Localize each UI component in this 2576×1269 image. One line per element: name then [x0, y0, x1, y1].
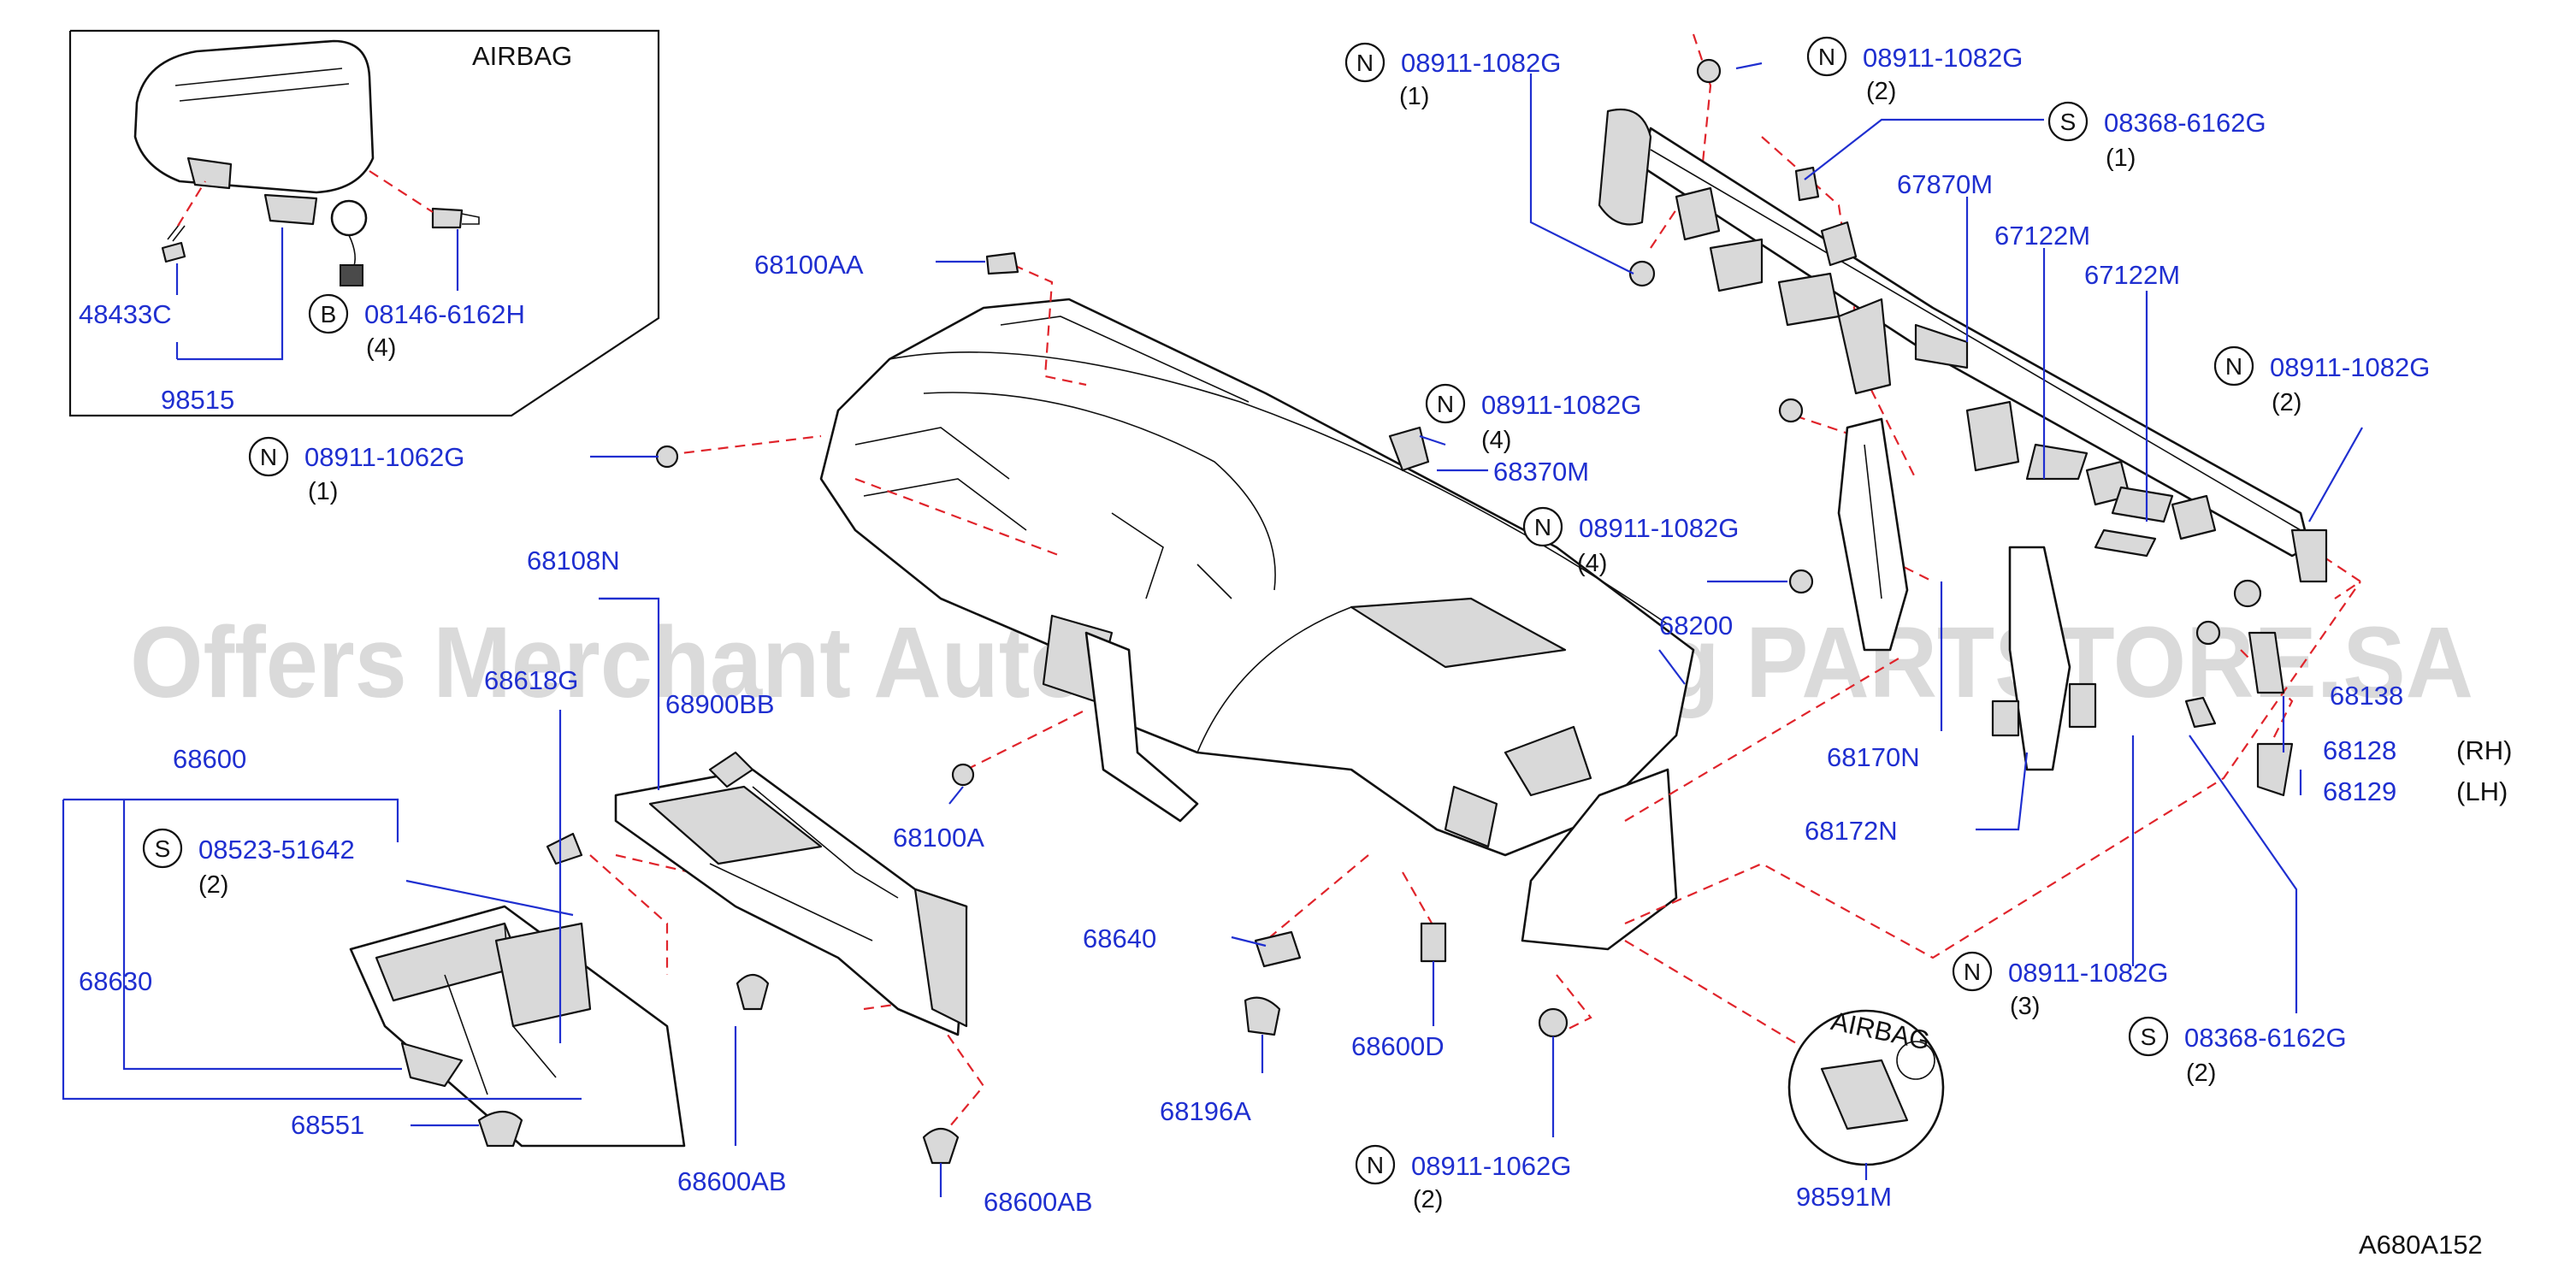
marker-n-1062g-b: N — [1355, 1144, 1396, 1185]
part-68618G: 68618G — [484, 665, 578, 695]
diagram-id: A680A152 — [2359, 1230, 2483, 1260]
part-98515: 98515 — [161, 385, 234, 415]
part-68128: 68128 — [2323, 735, 2396, 765]
qty-08911-1082G-e: (4) — [1577, 550, 1607, 577]
part-08911-1082G-b: 08911-1082G — [1863, 43, 2023, 73]
qty-08911-1082G-d: (4) — [1481, 427, 1511, 454]
part-67122M-a: 67122M — [1994, 221, 2090, 251]
airbag-inset: AIRBAG 48433C B 08146 — [68, 29, 660, 417]
part-08368-6162G-a: 08368-6162G — [2104, 108, 2266, 138]
inset-title: AIRBAG — [472, 41, 572, 71]
svg-text:N: N — [1437, 391, 1454, 417]
part-68551: 68551 — [291, 1110, 364, 1140]
marker-s-51642: S — [142, 828, 183, 869]
part-68172N: 68172N — [1805, 816, 1898, 846]
qty-08911-1082G-f: (3) — [2010, 993, 2040, 1020]
part-08368-6162G-b: 08368-6162G — [2184, 1023, 2347, 1053]
airbag-module-drawing — [133, 39, 375, 286]
bolt-48433C-drawing — [161, 223, 186, 263]
part-68630: 68630 — [79, 966, 152, 996]
marker-n-1082g-f: N — [1952, 951, 1993, 992]
marker-n-1082g-b: N — [1806, 36, 1847, 77]
marker-s-6162g-a: S — [2047, 101, 2089, 142]
qty-08911-1082G-a: (1) — [1399, 83, 1429, 110]
part-labels: 68100AA N 08911-1062G (1) N 08911-1082G … — [79, 36, 2512, 1260]
part-68600D: 68600D — [1351, 1031, 1445, 1061]
part-48433C: 48433C — [79, 299, 172, 329]
part-08146-6162H: 08146-6162H — [364, 299, 525, 329]
svg-text:N: N — [1534, 514, 1551, 540]
svg-text:B: B — [321, 301, 337, 328]
part-08911-1062G-a: 08911-1062G — [304, 442, 464, 472]
svg-text:N: N — [1367, 1152, 1384, 1178]
qty-08911-1082G-b: (2) — [1866, 78, 1896, 105]
part-08911-1082G-d: 08911-1082G — [1481, 390, 1641, 420]
qty-08368-6162G-b: (2) — [2186, 1059, 2216, 1087]
svg-text:S: S — [155, 835, 171, 862]
fasteners-drawing — [477, 58, 2262, 1165]
airbag-badge-drawing: AIRBAG — [1787, 1006, 1945, 1166]
bolt-08146-drawing — [431, 207, 480, 229]
part-68170N: 68170N — [1827, 742, 1920, 772]
part-68129: 68129 — [2323, 776, 2396, 806]
svg-text:S: S — [2060, 109, 2077, 135]
part-68900BB: 68900BB — [665, 689, 775, 719]
part-68600: 68600 — [173, 744, 246, 774]
qty-08523: (2) — [198, 871, 228, 899]
part-08911-1082G-c: 08911-1082G — [2270, 352, 2430, 382]
side-68129: (LH) — [2456, 776, 2508, 806]
marker-n-1082g-c: N — [2213, 345, 2254, 387]
side-68128: (RH) — [2456, 735, 2512, 765]
steering-member-drawing — [1598, 108, 2328, 797]
part-68600AB-b: 68600AB — [984, 1187, 1093, 1217]
part-68640: 68640 — [1083, 924, 1156, 953]
part-68600AB-a: 68600AB — [677, 1166, 787, 1196]
part-68138: 68138 — [2330, 681, 2403, 711]
part-67122M-b: 67122M — [2084, 260, 2180, 290]
part-68100A: 68100A — [893, 823, 984, 853]
glove-box-drawing — [349, 768, 968, 1148]
marker-n-1082g-a: N — [1344, 42, 1385, 83]
marker-n-1082g-d: N — [1425, 383, 1466, 424]
part-68196A: 68196A — [1160, 1096, 1251, 1126]
qty-08911-1062G-b: (2) — [1413, 1186, 1443, 1213]
svg-text:S: S — [2141, 1024, 2157, 1050]
svg-text:N: N — [260, 444, 277, 470]
qty-08368-6162G-a: (1) — [2106, 145, 2136, 172]
marker-n-1082g-e: N — [1522, 506, 1563, 547]
part-08911-1082G-f: 08911-1082G — [2008, 958, 2168, 988]
part-68200: 68200 — [1659, 611, 1733, 640]
part-98591M: 98591M — [1796, 1182, 1892, 1212]
marker-s-6162g-b: S — [2128, 1016, 2169, 1057]
svg-text:N: N — [1964, 959, 1981, 985]
part-08523-51642: 08523-51642 — [198, 835, 355, 865]
qty-08146: (4) — [366, 334, 396, 362]
part-08911-1082G-a: 08911-1082G — [1401, 48, 1561, 78]
svg-text:N: N — [1818, 44, 1835, 70]
part-68108N: 68108N — [527, 546, 620, 575]
marker-b: B — [308, 293, 349, 334]
part-68370M: 68370M — [1493, 457, 1589, 487]
part-08911-1082G-e: 08911-1082G — [1579, 513, 1739, 543]
part-08911-1062G-b: 08911-1062G — [1411, 1151, 1571, 1181]
leader-lines — [62, 62, 2363, 1197]
marker-n-1062g-a: N — [248, 436, 289, 477]
part-67870M: 67870M — [1897, 169, 1993, 199]
instrument-panel-drawing — [819, 298, 1695, 951]
qty-08911-1062G-a: (1) — [308, 478, 338, 505]
svg-text:N: N — [2225, 353, 2242, 380]
qty-08911-1082G-c: (2) — [2272, 389, 2301, 416]
svg-text:N: N — [1356, 50, 1374, 76]
part-68100AA: 68100AA — [754, 250, 864, 280]
